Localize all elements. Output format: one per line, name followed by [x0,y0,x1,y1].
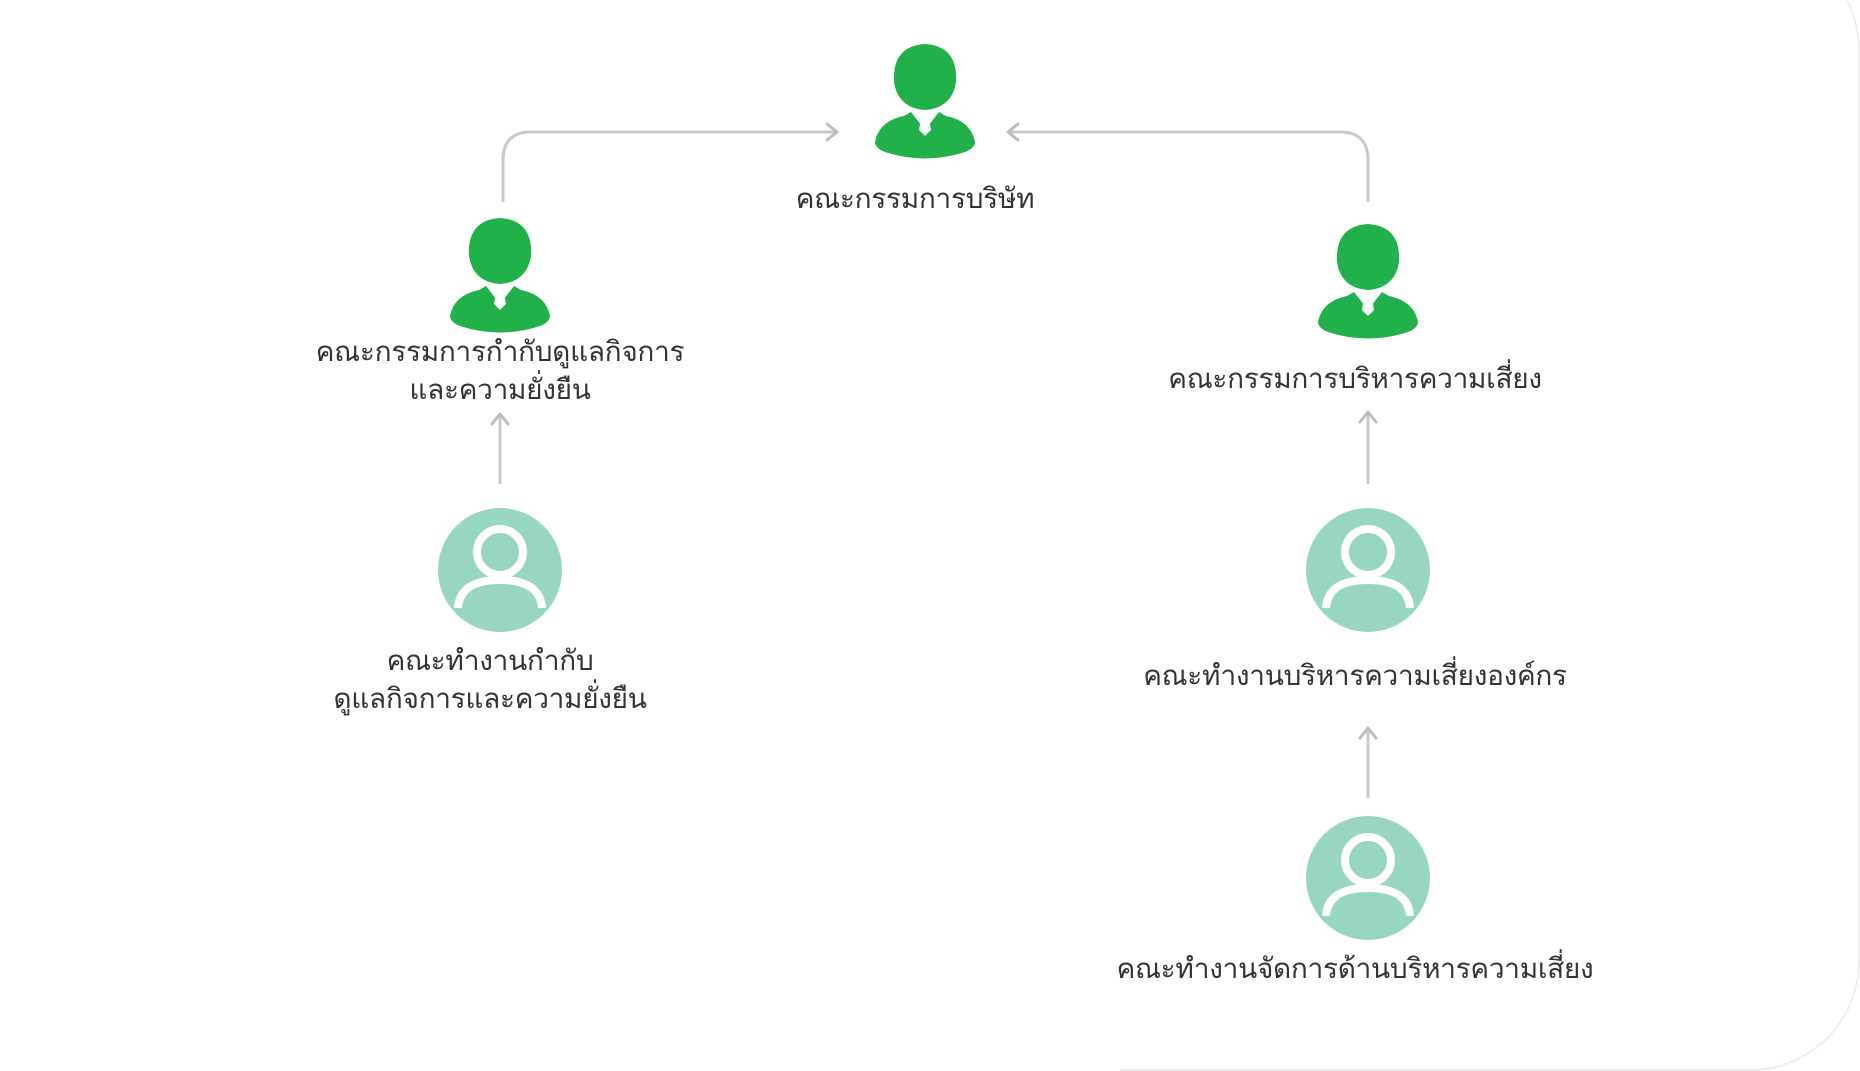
businessman-icon [450,218,550,333]
org-chart [438,44,1430,940]
risk-management-working-group-label: คณะทำงานจัดการด้านบริหารความเสี่ยง [1116,952,1594,985]
governance-committee-label-line1: คณะกรรมการกำกับดูแลกิจการ [315,335,685,368]
governance-committee-label-line2: และความยั่งยืน [409,373,591,406]
node-label-governance-working-group: คณะทำงานกำกับ ดูแลกิจการและความยั่งยืน [270,642,710,718]
user-circle-icon [1306,816,1430,940]
edge-risk-management-to-enterprise-risk [1358,726,1378,798]
risk-committee-label: คณะกรรมการบริหารความเสี่ยง [1168,362,1542,395]
node-label-governance-committee: คณะกรรมการกำกับดูแลกิจการ และความยั่งยืน [280,333,720,409]
businessman-icon [1318,224,1418,339]
node-label-risk-committee: คณะกรรมการบริหารความเสี่ยง [1135,360,1575,398]
node-label-risk-management-working-group: คณะทำงานจัดการด้านบริหารความเสี่ยง [1095,950,1615,988]
businessman-icon [875,44,975,159]
board-label: คณะกรรมการบริษัท [795,182,1035,215]
user-circle-icon [1306,508,1430,632]
node-label-enterprise-risk-working-group: คณะทำงานบริหารความเสี่ยงองค์กร [1105,657,1605,695]
enterprise-risk-working-group-label: คณะทำงานบริหารความเสี่ยงองค์กร [1143,659,1567,692]
governance-working-group-label-line1: คณะทำงานกำกับ [386,644,594,677]
user-circle-icon [438,508,562,632]
edge-enterprise-risk-to-risk-committee [1358,410,1378,484]
edge-risk-to-board [1006,122,1370,202]
edge-governance-working-group-to-governance [490,412,510,484]
governance-working-group-label-line2: ดูแลกิจการและความยั่งยืน [333,682,647,715]
node-label-board: คณะกรรมการบริษัท [765,180,1065,218]
edge-governance-to-board [501,122,839,202]
